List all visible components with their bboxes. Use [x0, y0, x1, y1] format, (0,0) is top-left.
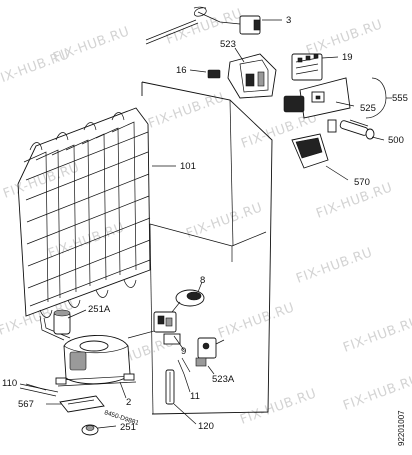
callout-570: 570	[354, 177, 370, 188]
part-523-thermostat	[227, 53, 277, 99]
part-555-light-assembly	[283, 77, 369, 133]
callout-leaders	[25, 19, 392, 429]
watermark-text: FIX-HUB.RU	[216, 300, 296, 342]
callout-11: 11	[190, 391, 200, 402]
callout-8: 8	[200, 275, 205, 286]
part-567-pad	[59, 395, 105, 413]
callout-251A: 251A	[88, 304, 111, 315]
part-110-pipe	[19, 383, 59, 397]
part-11-cable	[177, 357, 191, 375]
callout-labels: 3 523 19 16 555 525 500 570 101 8 251A 9…	[2, 15, 408, 433]
part-570-knob	[291, 133, 329, 169]
watermark-text: FIX-HUB.RU	[1, 160, 81, 202]
callout-2: 2	[126, 397, 131, 408]
watermark-text: FIX-HUB.RU	[0, 47, 72, 89]
watermark-text: FIX-HUB.RU	[294, 245, 374, 287]
callout-3: 3	[286, 15, 291, 26]
part-251-grommet	[81, 424, 99, 436]
callout-523A: 523A	[212, 374, 235, 385]
watermark-text: FIX-HUB.RU	[341, 372, 412, 414]
callout-567: 567	[18, 399, 34, 410]
callout-101: 101	[180, 161, 196, 172]
part-251A-capacitor	[53, 309, 71, 335]
part-500-lamp	[339, 120, 375, 140]
callout-500: 500	[388, 135, 404, 146]
part-120-tube	[165, 369, 175, 405]
condenser-coil	[17, 107, 151, 318]
part-9-starter	[153, 311, 181, 345]
callout-555: 555	[392, 93, 408, 104]
part-16-clip	[207, 69, 221, 79]
callout-9: 9	[181, 346, 186, 357]
part-523A-clamp	[195, 337, 225, 367]
callout-19: 19	[342, 52, 353, 63]
thermostat-probe	[145, 6, 241, 45]
callout-120: 120	[198, 421, 214, 432]
part-2-compressor	[55, 335, 137, 387]
callout-16: 16	[176, 65, 187, 76]
watermark-text: FIX-HUB.RU	[341, 314, 412, 356]
watermark-text: FIX-HUB.RU	[238, 386, 318, 428]
cabinet-body	[141, 81, 273, 415]
document-code: 92201007	[397, 410, 406, 446]
part-3-tab	[253, 19, 261, 31]
watermark-text: FIX-HUB.RU	[46, 220, 126, 262]
callout-251: 251	[120, 422, 136, 433]
part-19-terminal-block	[291, 53, 323, 81]
callout-110: 110	[2, 378, 17, 389]
watermark-text: FIX-HUB.RU	[184, 200, 264, 242]
callout-525: 525	[360, 103, 376, 114]
callout-523: 523	[220, 39, 236, 50]
